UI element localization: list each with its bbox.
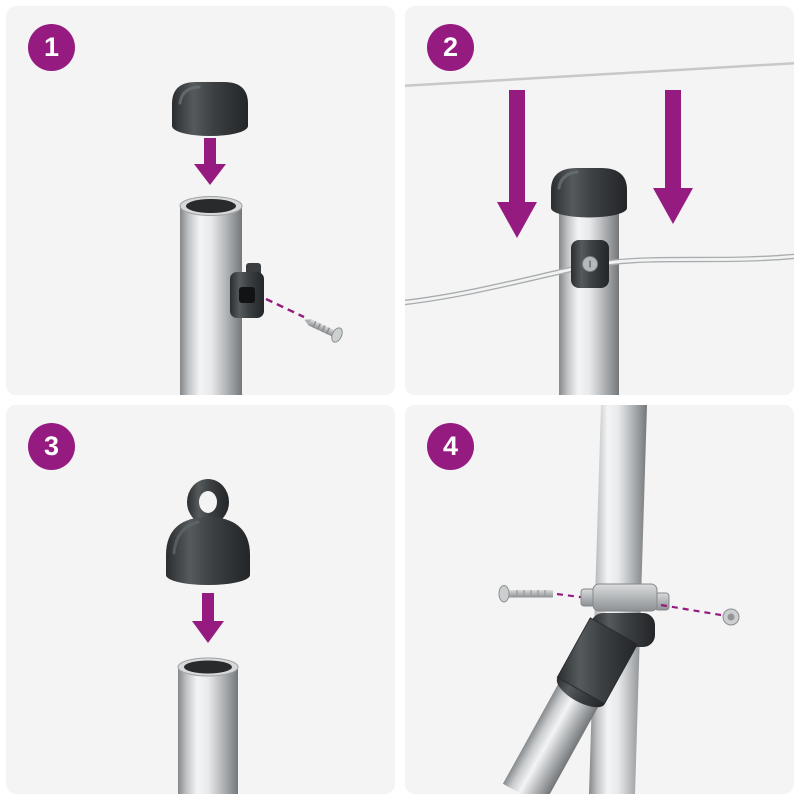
step-panel-4: 4 — [405, 405, 794, 794]
steel-pole — [177, 657, 239, 794]
step-number-badge: 2 — [427, 24, 474, 71]
step-number: 3 — [43, 431, 60, 461]
step-panel-3: 3 — [6, 405, 395, 794]
line-clamp — [230, 263, 264, 318]
step-panel-2: 2 — [405, 6, 794, 395]
step-number-badge: 1 — [28, 24, 75, 71]
eyelet-cap — [166, 479, 250, 585]
bolt-icon — [498, 585, 553, 603]
end-cap — [551, 168, 627, 218]
down-arrow-icon — [192, 593, 224, 643]
down-arrow-icon — [194, 138, 226, 185]
screw-guide-line — [265, 297, 305, 319]
screw-icon — [304, 319, 343, 343]
step-number-badge: 4 — [427, 423, 474, 470]
step-number: 2 — [442, 32, 459, 62]
step-4-illustration — [498, 405, 740, 794]
corner-connector — [556, 613, 655, 708]
bolt-guide-line-right — [660, 603, 722, 617]
step-1-illustration — [172, 82, 343, 395]
steel-line-top — [405, 61, 794, 88]
line-clamp — [571, 240, 609, 288]
end-cap — [172, 82, 248, 136]
step-panel-1: 1 — [6, 6, 395, 395]
pole-clamp — [580, 583, 670, 612]
down-arrow-right-icon — [653, 90, 693, 224]
step-number: 4 — [442, 431, 459, 461]
step-3-illustration — [166, 479, 250, 794]
step-number-badge: 3 — [28, 423, 75, 470]
down-arrow-left-icon — [497, 90, 537, 238]
step-2-illustration — [405, 61, 794, 395]
nut-icon — [722, 608, 740, 626]
steel-pole — [559, 202, 619, 395]
steel-line-threaded — [405, 253, 794, 306]
step-number: 1 — [43, 32, 60, 62]
